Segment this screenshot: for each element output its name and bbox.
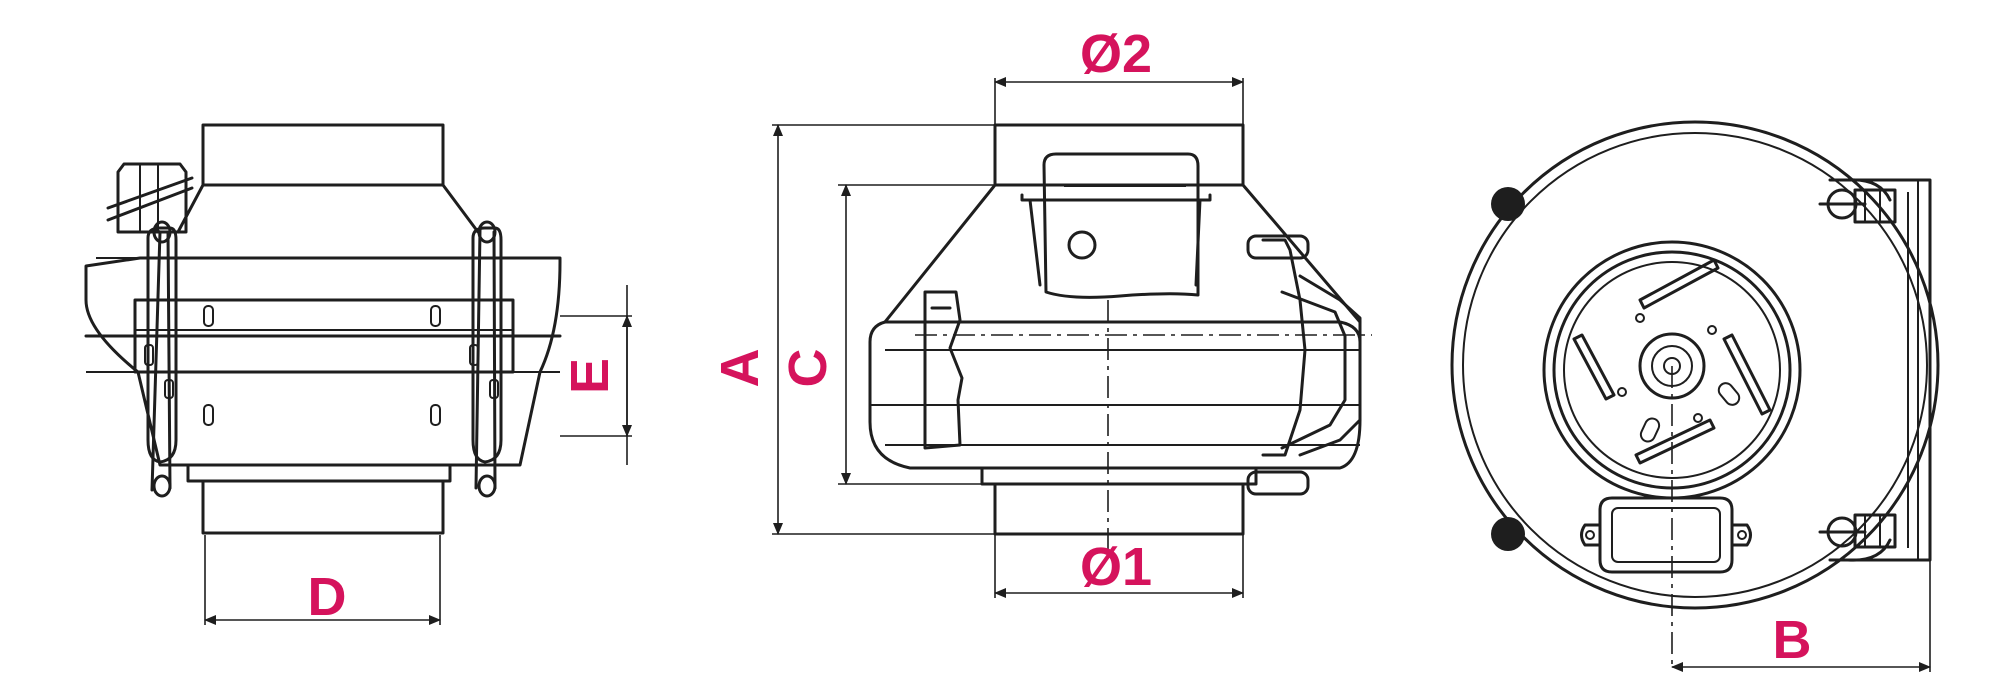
label-c: C <box>778 349 838 388</box>
label-d: D <box>308 567 347 627</box>
label-e: E <box>560 358 620 394</box>
label-a: A <box>710 349 770 388</box>
end-view: B <box>1450 120 1940 672</box>
front-view: Ø2 Ø1 A C <box>710 24 1372 598</box>
side-view: D E <box>84 123 632 627</box>
label-phi2: Ø2 <box>1080 24 1152 84</box>
label-phi1: Ø1 <box>1080 537 1152 597</box>
label-b: B <box>1773 610 1812 670</box>
